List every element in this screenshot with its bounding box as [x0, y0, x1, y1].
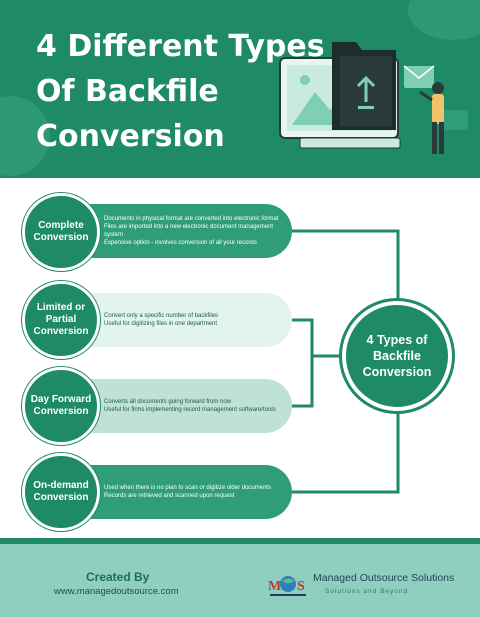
type-card-partial: Convert only a specific number of backfi… [80, 293, 292, 347]
type-point: Expensive option - involves conversion o… [96, 239, 286, 247]
type-point: Useful for digitizing files in one depar… [96, 320, 218, 328]
type-title: Day Forward Conversion [22, 367, 100, 445]
company-name: Managed Outsource Solutions [313, 572, 455, 584]
type-point: Convert only a specific number of backfi… [96, 312, 218, 320]
website-link[interactable]: www.managedoutsource.com [54, 586, 179, 597]
document-upload-illustration-icon [279, 42, 468, 154]
company-logo-icon: M S [268, 576, 306, 596]
type-title: Complete Conversion [22, 193, 100, 271]
header-banner: 4 Different Types Of Backfile Conversion [0, 0, 480, 178]
type-title: On-demand Conversion [22, 453, 100, 531]
title-line: 4 Different Types [36, 29, 325, 64]
company-tagline: Solutions and Beyond [325, 588, 409, 595]
type-point: Useful for firms implementing record man… [96, 406, 276, 414]
type-card-complete: Documents in physical format are convert… [80, 204, 292, 258]
title-line: Of Backfile [36, 74, 219, 109]
type-points: Used when there is no plan to scan or di… [96, 484, 277, 500]
type-point: Used when there is no plan to scan or di… [96, 484, 271, 492]
type-card-day-forward: Converts all documents going forward fro… [80, 379, 292, 433]
footer: Created By www.managedoutsource.com M S … [0, 538, 480, 617]
type-name: Complete Conversion [33, 220, 89, 243]
type-name: On-demand Conversion [33, 480, 89, 503]
type-points: Converts all documents going forward fro… [96, 398, 282, 414]
svg-text:M: M [268, 579, 281, 594]
type-card-on-demand: Used when there is no plan to scan or di… [80, 465, 292, 519]
type-points: Documents in physical format are convert… [96, 215, 292, 247]
type-points: Convert only a specific number of backfi… [96, 312, 224, 328]
type-point: Documents in physical format are convert… [96, 215, 286, 223]
created-by-label: Created By [86, 570, 150, 584]
type-title: Limited or Partial Conversion [22, 281, 100, 359]
svg-text:S: S [297, 579, 305, 594]
type-point: Files are imported into a new electronic… [96, 223, 286, 239]
title-line: Conversion [36, 119, 225, 154]
page-title: 4 Different Types Of Backfile Conversion [36, 24, 326, 159]
hub-circle: 4 Types of Backfile Conversion [342, 301, 452, 411]
type-point: Converts all documents going forward fro… [96, 398, 276, 406]
type-name: Day Forward Conversion [30, 394, 92, 417]
type-name: Limited or Partial Conversion [33, 302, 89, 337]
type-point: Records are retrieved and scanned upon r… [96, 492, 271, 500]
hub-label: 4 Types of Backfile Conversion [362, 333, 432, 379]
